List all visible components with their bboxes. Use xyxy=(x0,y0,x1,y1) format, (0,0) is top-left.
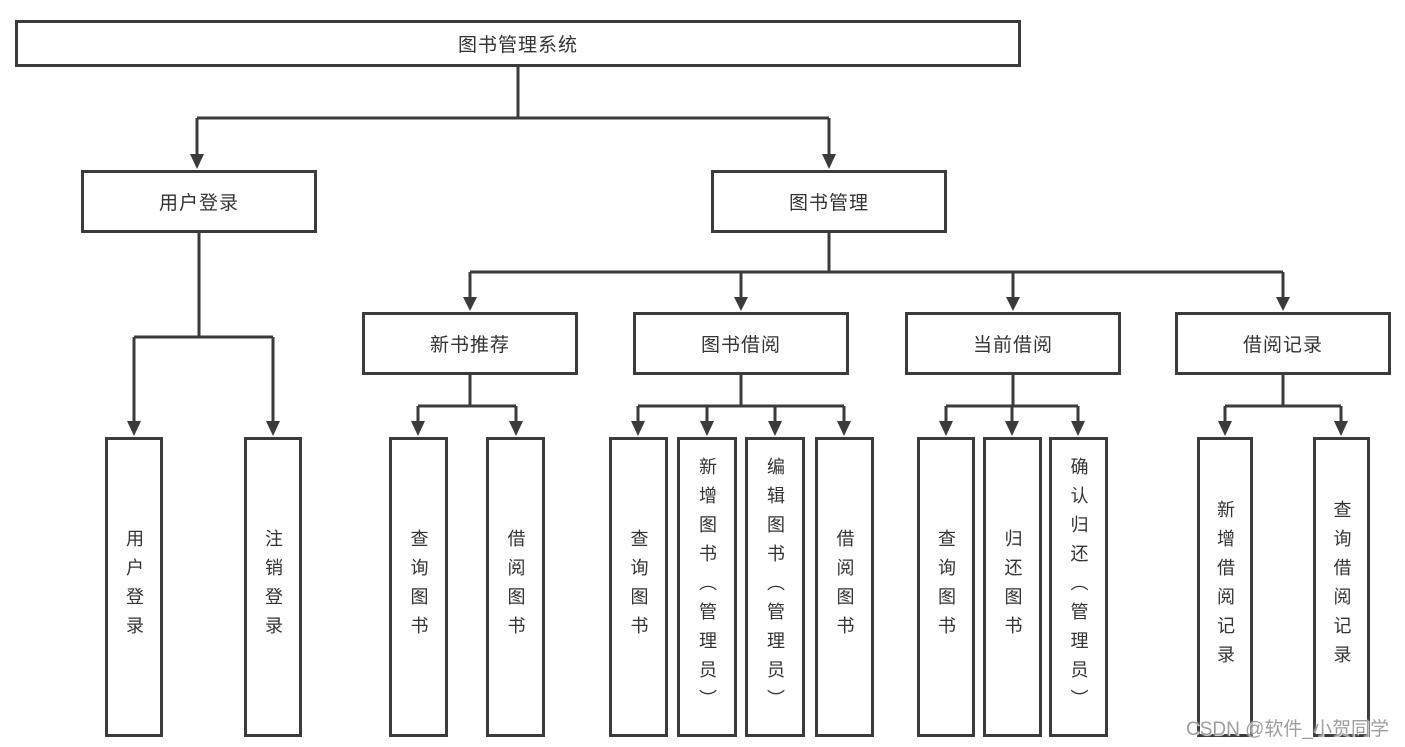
leaf-borrow-books-recommend: 借阅图书 xyxy=(486,437,545,737)
leaf-borrow-books: 借阅图书 xyxy=(815,437,874,737)
node-current-borrow: 当前借阅 xyxy=(905,312,1121,375)
node-book-management: 图书管理 xyxy=(711,170,947,233)
leaf-add-borrow-record: 新增借阅记录 xyxy=(1197,437,1253,737)
leaf-query-books-borrow: 查询图书 xyxy=(609,437,668,737)
leaf-add-book-admin: 新增图书（管理员） xyxy=(677,437,737,737)
leaf-user-login: 用户登录 xyxy=(105,437,163,737)
leaf-return-book: 归还图书 xyxy=(983,437,1042,737)
leaf-query-borrow-record: 查询借阅记录 xyxy=(1313,437,1370,737)
node-root: 图书管理系统 xyxy=(15,20,1021,67)
leaf-logout: 注销登录 xyxy=(244,437,302,737)
leaf-query-books-recommend: 查询图书 xyxy=(389,437,448,737)
node-new-book-recommend: 新书推荐 xyxy=(362,312,578,375)
csdn-watermark: CSDN @软件_小贺同学 xyxy=(1186,719,1389,740)
node-book-borrow: 图书借阅 xyxy=(633,312,849,375)
leaf-query-books-current: 查询图书 xyxy=(917,437,975,737)
leaf-confirm-return-admin: 确认归还（管理员） xyxy=(1049,437,1108,737)
node-borrow-records: 借阅记录 xyxy=(1175,312,1391,375)
node-user-login-module: 用户登录 xyxy=(81,170,317,233)
leaf-edit-book-admin: 编辑图书（管理员） xyxy=(745,437,805,737)
